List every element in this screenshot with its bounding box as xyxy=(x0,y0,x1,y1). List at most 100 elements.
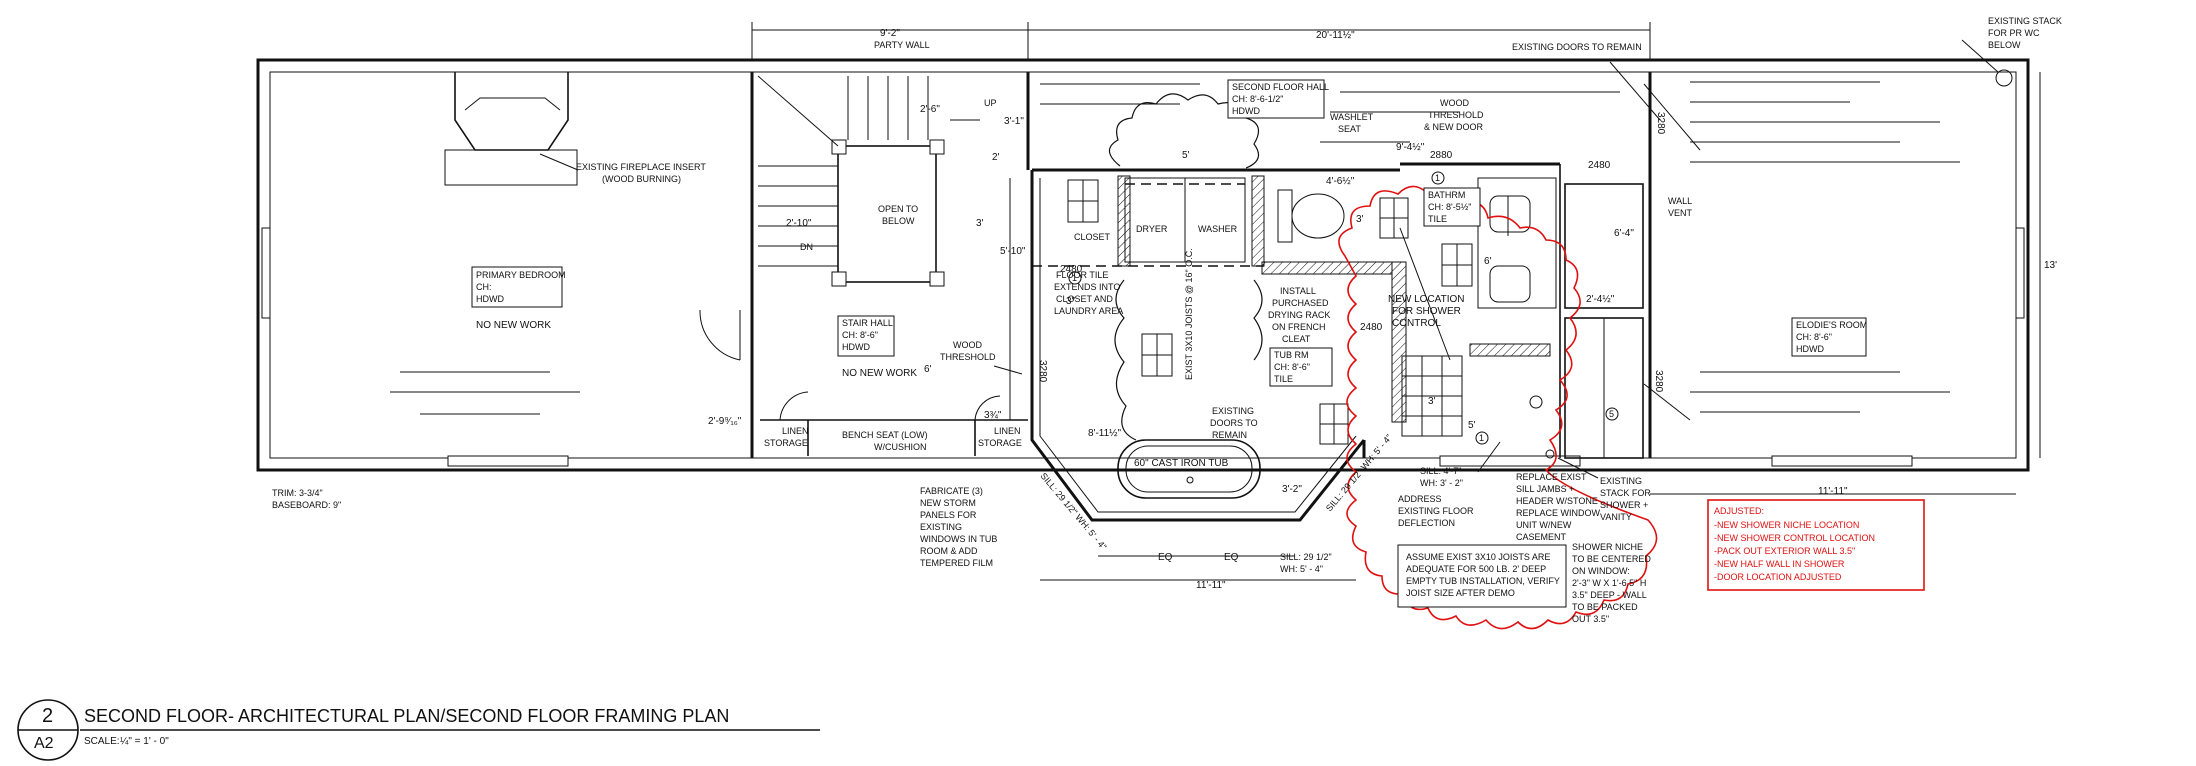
replace-6: CASEMENT xyxy=(1516,532,1567,542)
adjusted-item-4: -DOOR LOCATION ADJUSTED xyxy=(1714,572,1842,582)
dim-2-6: 2'-6" xyxy=(920,104,940,115)
party-wall-label: PARTY WALL xyxy=(874,40,930,50)
linen-left-2: STORAGE xyxy=(764,438,808,448)
existing-doors-top: EXISTING DOORS TO REMAIN xyxy=(1512,42,1642,52)
dim-5-10: 5'-10" xyxy=(1000,246,1026,257)
dim-2480a: 2480 xyxy=(1588,160,1611,171)
dn-label: DN xyxy=(800,242,813,252)
dim-2-9: 2'-9⁹⁄₁₆" xyxy=(708,416,742,427)
dim-3280b: 3280 xyxy=(1037,360,1048,383)
wood-threshold-2: THRESHOLD xyxy=(940,352,996,362)
dryer-label: DRYER xyxy=(1136,224,1168,234)
dim-6b: 6' xyxy=(1484,256,1492,267)
sill-a-2: WH: 3' - 2" xyxy=(1420,478,1463,488)
stair-hall-floor: HDWD xyxy=(842,342,870,352)
adjusted-item-0: -NEW SHOWER NICHE LOCATION xyxy=(1714,520,1859,530)
scale-value: ¼" = 1' - 0" xyxy=(120,735,169,747)
stair xyxy=(757,75,980,287)
drying-3: DRYING RACK xyxy=(1268,310,1330,320)
address-3: DEFLECTION xyxy=(1398,518,1455,528)
dim-3-4: 3¾" xyxy=(984,410,1002,421)
stair-hall-ch: CH: 8'-6" xyxy=(842,330,878,340)
tubrm-floor: TILE xyxy=(1274,374,1293,384)
dim-3-2: 3'-2" xyxy=(1282,484,1302,495)
exist-doors-2: DOORS TO xyxy=(1210,418,1258,428)
dim-13: 13' xyxy=(2044,260,2057,271)
storm-6: ROOM & ADD xyxy=(920,546,978,556)
niche-5: 3.5" DEEP - WALL xyxy=(1572,590,1647,600)
floor-tile-3: CLOSET AND xyxy=(1056,294,1113,304)
scale-prefix: SCALE: xyxy=(84,736,120,747)
hall-ch: CH: 8'-6-1/2" xyxy=(1232,94,1283,104)
title-bubble xyxy=(17,699,820,761)
tub-label: 60" CAST IRON TUB xyxy=(1134,458,1229,469)
elodie-room-lines xyxy=(1690,69,2013,413)
floor-tile-2: EXTENDS INTO xyxy=(1054,282,1120,292)
wood-threshold-door-1: WOOD xyxy=(1440,98,1469,108)
dim-2-4: 2'-4½" xyxy=(1586,294,1615,305)
replace-3: HEADER W/STONE xyxy=(1516,496,1598,506)
wall-vent-1: WALL xyxy=(1668,196,1692,206)
primary-bedroom-name: PRIMARY BEDROOM xyxy=(476,270,566,280)
drying-4: ON FRENCH xyxy=(1272,322,1326,332)
revision-clouds-black xyxy=(1108,93,1263,441)
dim-3c: 3' xyxy=(1428,396,1436,407)
bathrm-floor: TILE xyxy=(1428,214,1447,224)
linen-right-2: STORAGE xyxy=(978,438,1022,448)
niche-1: SHOWER NICHE xyxy=(1572,542,1643,552)
storm-3: PANELS FOR xyxy=(920,510,977,520)
dim-3-1: 3'-1" xyxy=(1004,116,1024,127)
primary-bedroom-ch: CH: xyxy=(476,282,492,292)
drying-5: CLEAT xyxy=(1282,334,1311,344)
niche-6: TO BE PACKED xyxy=(1572,602,1638,612)
hall-floor: HDWD xyxy=(1232,106,1260,116)
floor-tile-1: FLOOR TILE xyxy=(1056,270,1108,280)
stair-hall-name: STAIR HALL xyxy=(842,318,893,328)
hall-lines xyxy=(1040,83,1620,143)
assume-3: EMPTY TUB INSTALLATION, VERIFY xyxy=(1406,576,1560,586)
tag-1b: 1 xyxy=(1435,173,1440,183)
dim-2480c: 2480 xyxy=(1360,322,1383,333)
adjusted-item-2: -PACK OUT EXTERIOR WALL 3.5" xyxy=(1714,546,1855,556)
storm-1: FABRICATE (3) xyxy=(920,486,983,496)
replace-1: REPLACE EXIST xyxy=(1516,472,1587,482)
washer-label: WASHER xyxy=(1198,224,1238,234)
niche-3: ON WINDOW: xyxy=(1572,566,1630,576)
stack-v-1: EXISTING xyxy=(1600,476,1642,486)
storage-built-ins xyxy=(760,391,1028,456)
adjusted-title: ADJUSTED: xyxy=(1714,506,1764,516)
stack-pr-1: EXISTING STACK xyxy=(1988,16,2062,26)
up-label: UP xyxy=(984,98,997,108)
wood-threshold-1: WOOD xyxy=(953,340,982,350)
niche-7: OUT 3.5" xyxy=(1572,614,1609,624)
address-2: EXISTING FLOOR xyxy=(1398,506,1474,516)
storm-5: WINDOWS IN TUB xyxy=(920,534,997,544)
dim-8-11: 8'-11½" xyxy=(1088,428,1122,439)
dim-6a: 6' xyxy=(924,364,932,375)
assume-note-box xyxy=(1397,544,1567,608)
dim-2: 2' xyxy=(992,152,1000,163)
hall-name: SECOND FLOOR HALL xyxy=(1232,82,1329,92)
washlet-label-2: SEAT xyxy=(1338,124,1361,134)
niche-2: TO BE CENTERED xyxy=(1572,554,1651,564)
adjusted-box xyxy=(1707,499,1925,591)
title-number: 2 xyxy=(42,705,53,727)
stack-v-3: SHOWER + xyxy=(1600,500,1648,510)
bench-label-2: W/CUSHION xyxy=(874,442,927,452)
bathrm-name: BATHRM xyxy=(1428,190,1465,200)
joists-label: EXIST 3X10 JOISTS @ 16" O.C. xyxy=(1184,248,1194,380)
bath-fixtures xyxy=(1401,177,1557,459)
adjusted-item-3: -NEW HALF WALL IN SHOWER xyxy=(1714,559,1845,569)
tubrm-name: TUB RM xyxy=(1274,350,1309,360)
storm-7: TEMPERED FILM xyxy=(920,558,993,568)
dim-2-10: 2'-10" xyxy=(786,218,812,229)
dim-9-2: 9'-2" xyxy=(880,28,900,39)
sill-a-1: SILL: 4'-7" xyxy=(1420,466,1461,476)
windows xyxy=(261,227,2025,467)
elodie-ch: CH: 8'-6" xyxy=(1796,332,1832,342)
bedroom-door-swing xyxy=(699,309,741,361)
laundry xyxy=(1124,177,1246,263)
replace-5: UNIT W/NEW xyxy=(1516,520,1572,530)
dim-5: 5' xyxy=(1182,150,1190,161)
dim-9-4: 9'-4½" xyxy=(1396,142,1425,153)
